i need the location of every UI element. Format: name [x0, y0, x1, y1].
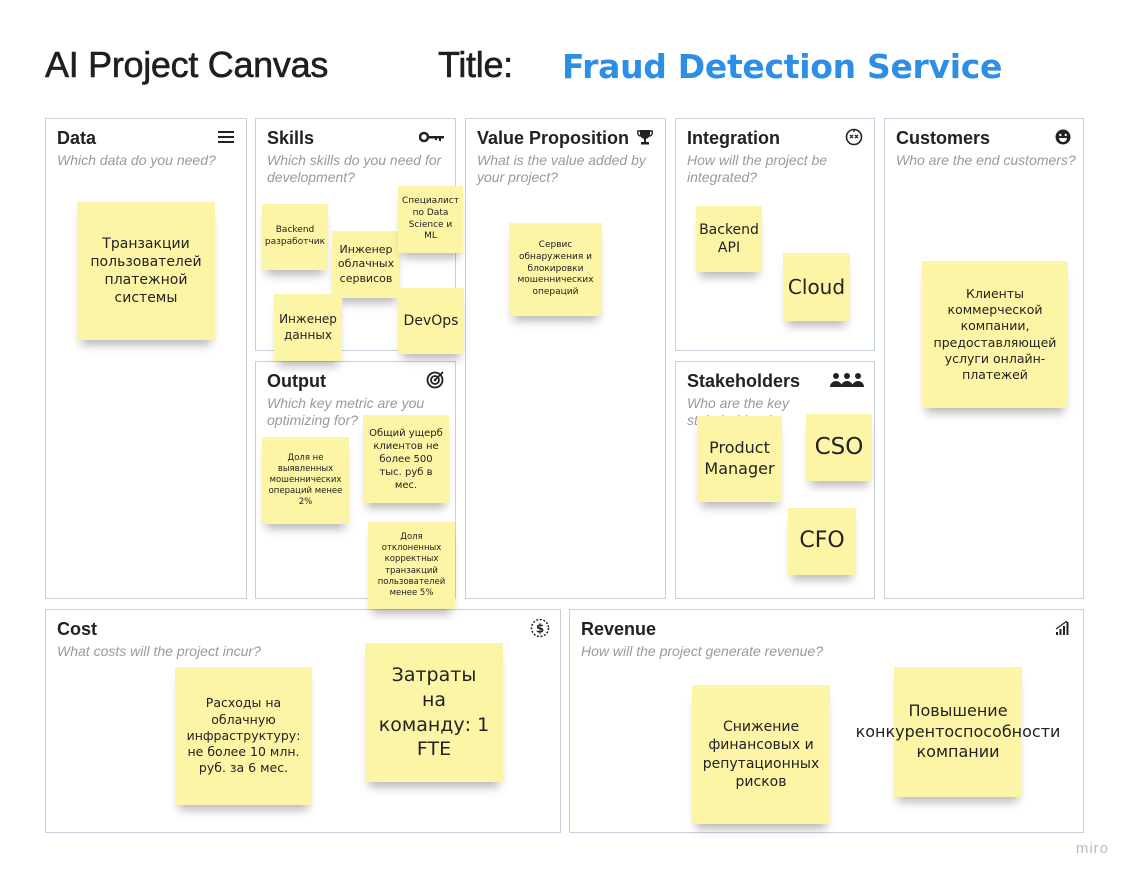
- bar-chart-icon: [1053, 618, 1073, 638]
- panel-title: Customers: [896, 128, 991, 148]
- panel-title: Output: [267, 371, 326, 391]
- sticky-note[interactable]: Сервис обнаружения и блокировки мошеннич…: [509, 223, 602, 316]
- panel-title: Data: [57, 128, 97, 148]
- sticky-note[interactable]: Product Manager: [697, 416, 782, 502]
- svg-text:$: $: [536, 622, 544, 636]
- sticky-note[interactable]: Backend разработчик: [262, 204, 328, 270]
- dollar-icon: $: [530, 618, 550, 638]
- sticky-note[interactable]: Специалист по Data Science и ML: [398, 186, 463, 253]
- panel-subtitle: What is the value added by your project?: [477, 152, 646, 185]
- panel-subtitle: How will the project generate revenue?: [581, 643, 824, 659]
- panel-title: Integration: [687, 128, 780, 148]
- panel-title: Revenue: [581, 619, 657, 639]
- sticky-note[interactable]: Доля отклоненных корректных транзакций п…: [368, 522, 455, 609]
- sticky-note[interactable]: Снижение финансовых и репутационных риск…: [692, 685, 830, 824]
- sticky-note[interactable]: Затраты на команду: 1 FTE: [365, 643, 503, 782]
- sticky-note[interactable]: Транзакции пользователей платежной систе…: [77, 202, 215, 340]
- panel-subtitle: Which skills do you need for development…: [267, 152, 442, 185]
- sticky-note[interactable]: Cloud: [783, 253, 850, 321]
- project-title[interactable]: Fraud Detection Service: [562, 47, 1003, 86]
- panel-subtitle: Which key metric are you optimizing for?: [267, 395, 425, 428]
- panel-title: Stakeholders: [687, 371, 801, 391]
- sticky-note[interactable]: Клиенты коммерческой компании, предостав…: [922, 261, 1068, 408]
- sticky-note[interactable]: Backend API: [696, 206, 762, 272]
- panel-subtitle: How will the project be integrated?: [687, 152, 828, 185]
- key-icon: [419, 127, 445, 147]
- miro-watermark: miro: [1075, 840, 1109, 857]
- app-title: AI Project Canvas: [45, 44, 329, 86]
- sticky-note[interactable]: Общий ущерб клиентов не более 500 тыс. р…: [363, 415, 449, 503]
- smiley-icon: [1053, 127, 1073, 147]
- value-proposition-panel: Value Proposition What is the value adde…: [465, 118, 666, 599]
- sticky-note[interactable]: Повышение конкурентоспособности компании: [856, 667, 1060, 797]
- sticky-note[interactable]: Доля не выявленных мошеннических операци…: [262, 437, 349, 524]
- panel-title: Value Proposition: [477, 128, 630, 148]
- panel-subtitle: What costs will the project incur?: [57, 643, 261, 659]
- people-icon: [830, 370, 864, 390]
- data-panel: Data Which data do you need?: [45, 118, 247, 599]
- sticky-note[interactable]: Расходы на облачную инфраструктуру: не б…: [175, 667, 312, 805]
- title-label: Title:: [438, 44, 514, 86]
- sticky-note[interactable]: DevOps: [398, 288, 464, 354]
- panel-title: Cost: [57, 619, 97, 639]
- sticky-note[interactable]: Инженер облачных сервисов: [332, 231, 400, 298]
- panel-subtitle: Who are the end customers?: [896, 152, 1076, 168]
- sticky-note[interactable]: CFO: [788, 508, 856, 575]
- panel-title: Skills: [267, 128, 315, 148]
- panel-subtitle: Which data do you need?: [57, 152, 216, 168]
- target-icon: [425, 370, 445, 390]
- list-icon: [216, 127, 236, 147]
- trophy-icon: [635, 127, 655, 147]
- integration-icon: [844, 127, 864, 147]
- sticky-note[interactable]: Инженер данных: [274, 294, 342, 361]
- sticky-note[interactable]: CSO: [806, 414, 872, 481]
